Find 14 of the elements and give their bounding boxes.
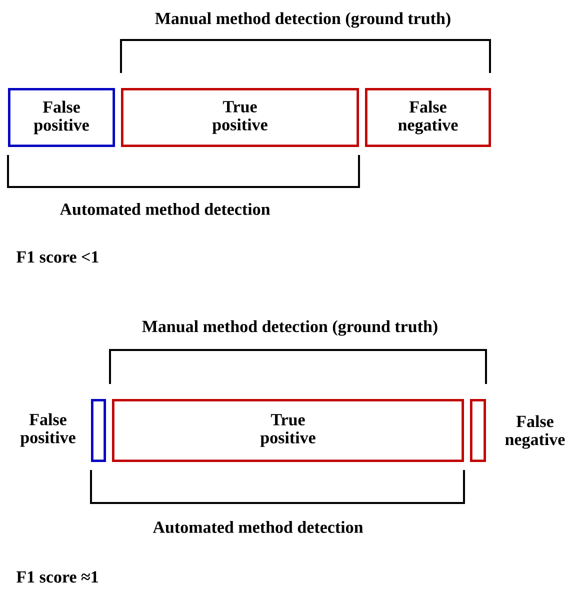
bracket-label: Manual method detection (ground truth): [142, 320, 438, 336]
detection-box: False positive: [8, 88, 115, 147]
detection-box: [470, 399, 486, 462]
score-label: F1 score <1: [16, 251, 98, 263]
detection-box: [91, 399, 106, 462]
detection-box: True positive: [121, 88, 359, 147]
box-label: False positive: [20, 413, 76, 447]
score-label: F1 score ≈1: [16, 571, 98, 583]
bracket-label: Automated method detection: [152, 521, 364, 533]
detection-box: True positive: [112, 399, 464, 462]
box-label: False negative: [505, 415, 565, 449]
detection-box: False negative: [365, 88, 491, 147]
bracket-label: Automated method detection: [60, 203, 270, 215]
bracket-label: Manual method detection (ground truth): [155, 12, 450, 28]
